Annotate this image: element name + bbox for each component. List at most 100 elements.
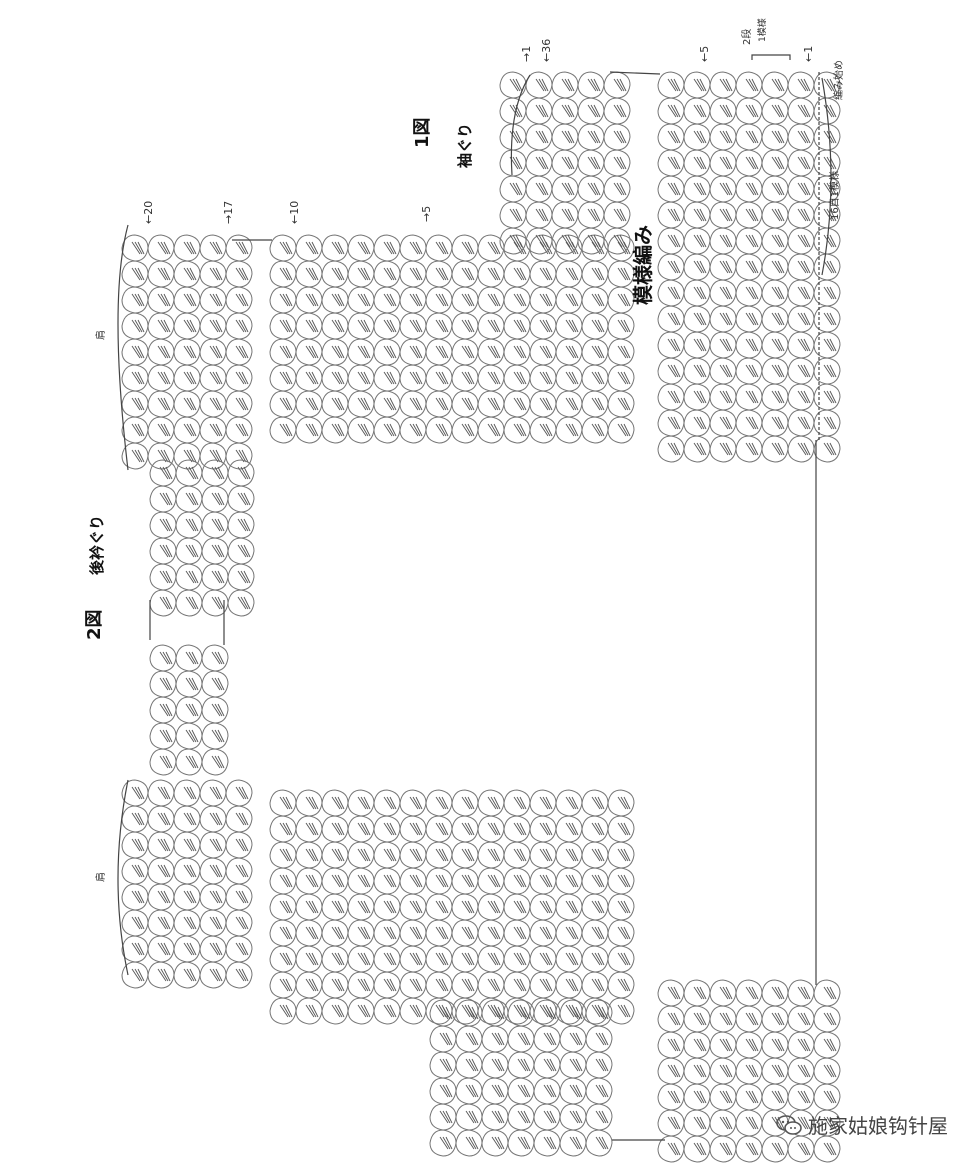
- dc-stitch: [441, 371, 449, 385]
- chain-loop: [555, 260, 583, 288]
- dc-stitch: [699, 390, 707, 404]
- dc-stitch: [613, 78, 623, 92]
- dc-stitch: [823, 208, 833, 222]
- dc-stitch: [568, 874, 577, 888]
- dc-stitch: [467, 345, 475, 359]
- dc-stitch: [591, 848, 601, 862]
- chain-loop: [581, 893, 609, 921]
- dc-stitch: [389, 1004, 397, 1018]
- dc-stitch: [774, 156, 783, 170]
- dc-stitch: [771, 130, 781, 144]
- chain-loop: [399, 919, 427, 947]
- chain-loop: [149, 459, 177, 487]
- chain-loop: [761, 331, 789, 359]
- dc-stitch: [383, 423, 393, 437]
- dc-stitch: [160, 786, 169, 800]
- dc-stitch: [487, 267, 497, 281]
- dc-stitch: [212, 241, 221, 255]
- dc-stitch: [165, 492, 173, 506]
- dc-stitch: [696, 182, 705, 196]
- dc-stitch: [487, 345, 497, 359]
- dc-stitch: [777, 416, 785, 430]
- dc-stitch: [157, 786, 167, 800]
- dc-stitch: [441, 397, 449, 411]
- dc-stitch: [163, 371, 171, 385]
- dc-stitch: [435, 822, 445, 836]
- dc-stitch: [722, 182, 731, 196]
- dc-stitch: [777, 1090, 785, 1104]
- dc-stitch: [542, 874, 551, 888]
- chain-loop: [607, 338, 635, 366]
- dc-stitch: [389, 874, 397, 888]
- dc-stitch: [667, 208, 677, 222]
- dc-stitch: [696, 416, 705, 430]
- chain-loop: [295, 338, 323, 366]
- dc-stitch: [545, 371, 553, 385]
- dc-stitch: [670, 78, 679, 92]
- dc-stitch: [491, 1058, 501, 1072]
- chain-loop: [683, 357, 711, 385]
- dc-stitch: [360, 952, 369, 966]
- dc-stitch: [722, 1142, 731, 1156]
- dc-stitch: [587, 156, 597, 170]
- chain-loop: [199, 805, 227, 833]
- chain-loop: [451, 893, 479, 921]
- stitch-block: [657, 979, 841, 1163]
- chain-loop: [425, 971, 453, 999]
- chain-loop: [399, 416, 427, 444]
- dc-stitch: [491, 1110, 501, 1124]
- chain-loop: [201, 696, 229, 724]
- dc-stitch: [699, 286, 707, 300]
- chain-loop: [603, 97, 631, 125]
- dc-stitch: [165, 518, 173, 532]
- dc-stitch: [137, 267, 145, 281]
- dc-stitch: [667, 130, 677, 144]
- chain-loop: [399, 234, 427, 262]
- chain-loop: [507, 1025, 535, 1053]
- dc-stitch: [331, 1004, 341, 1018]
- dc-stitch: [360, 822, 369, 836]
- dc-stitch: [771, 260, 781, 274]
- dc-stitch: [722, 390, 731, 404]
- dc-stitch: [160, 319, 169, 333]
- dc-stitch: [670, 260, 679, 274]
- chain-loop: [321, 390, 349, 418]
- stitch-block: [269, 234, 635, 444]
- dc-stitch: [549, 1084, 557, 1098]
- dc-stitch: [415, 1004, 423, 1018]
- dc-stitch: [517, 1006, 527, 1020]
- chain-loop: [477, 260, 505, 288]
- dc-stitch: [670, 442, 679, 456]
- chain-loop: [607, 893, 635, 921]
- dc-stitch: [565, 796, 575, 810]
- dc-stitch: [282, 900, 291, 914]
- dc-stitch: [212, 942, 221, 956]
- chain-loop: [787, 253, 815, 281]
- chain-loop: [761, 357, 789, 385]
- dc-stitch: [464, 900, 473, 914]
- dc-stitch: [803, 338, 811, 352]
- chain-loop: [201, 644, 229, 672]
- dc-stitch: [587, 78, 597, 92]
- dc-stitch: [699, 986, 707, 1000]
- dc-stitch: [543, 1110, 553, 1124]
- dc-stitch: [389, 952, 397, 966]
- dc-stitch: [209, 864, 219, 878]
- dc-stitch: [305, 267, 315, 281]
- chain-loop: [683, 279, 711, 307]
- dc-stitch: [568, 371, 577, 385]
- dc-stitch: [191, 518, 199, 532]
- dc-stitch: [490, 397, 499, 411]
- dc-stitch: [186, 423, 195, 437]
- chain-loop: [321, 945, 349, 973]
- dc-stitch: [673, 234, 681, 248]
- dc-stitch: [212, 267, 221, 281]
- dc-stitch: [386, 822, 395, 836]
- dc-stitch: [363, 345, 371, 359]
- chain-loop: [399, 286, 427, 314]
- dc-stitch: [826, 1090, 835, 1104]
- dc-stitch: [363, 952, 371, 966]
- chain-loop: [761, 71, 789, 99]
- dc-stitch: [617, 874, 627, 888]
- dc-stitch: [748, 1142, 757, 1156]
